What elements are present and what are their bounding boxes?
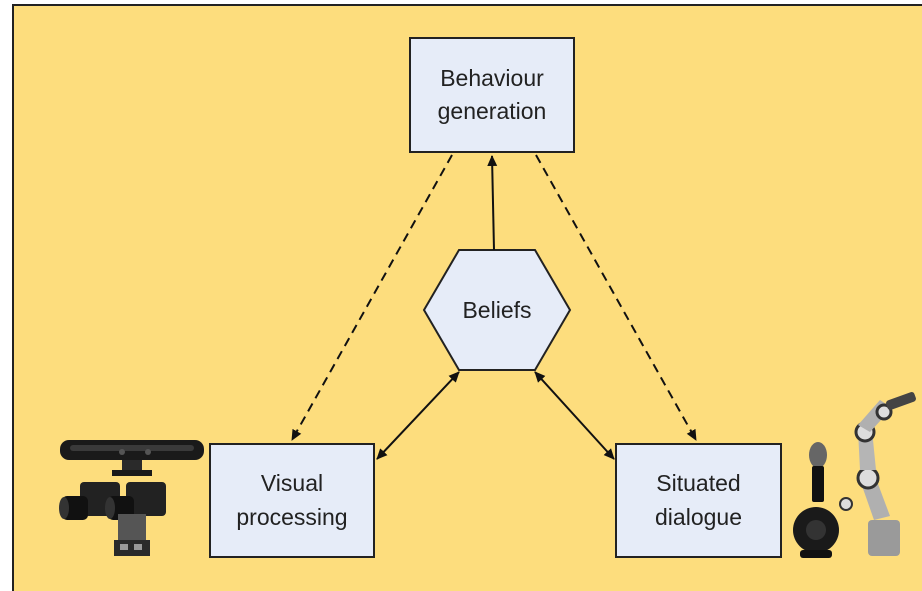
edge-beliefs-to-behaviour [487,155,498,251]
edge-behaviour-to-dialogue [535,154,697,441]
stereo-cameras-icon [59,482,166,556]
situated-dialogue-box: Situated dialogue [615,443,782,558]
behaviour-generation-box: Behaviour generation [409,37,575,153]
speaker-icon [793,507,839,558]
edge-beliefs-visual [376,371,460,460]
kinect-sensor-icon [60,440,204,476]
edge-behaviour-to-visual [291,154,453,441]
beliefs-hexagon [422,249,572,371]
situated-dialogue-label: Situated dialogue [655,470,742,530]
microphone-icon [809,442,827,502]
edge-beliefs-dialogue [534,371,615,460]
visual-processing-label: Visual processing [236,470,348,530]
robot-arm-icon [839,392,916,556]
beliefs-label-wrapper: Beliefs [424,250,570,370]
behaviour-generation-label: Behaviour generation [437,64,547,124]
visual-processing-box: Visual processing [209,443,375,558]
beliefs-label: Beliefs [462,296,532,323]
